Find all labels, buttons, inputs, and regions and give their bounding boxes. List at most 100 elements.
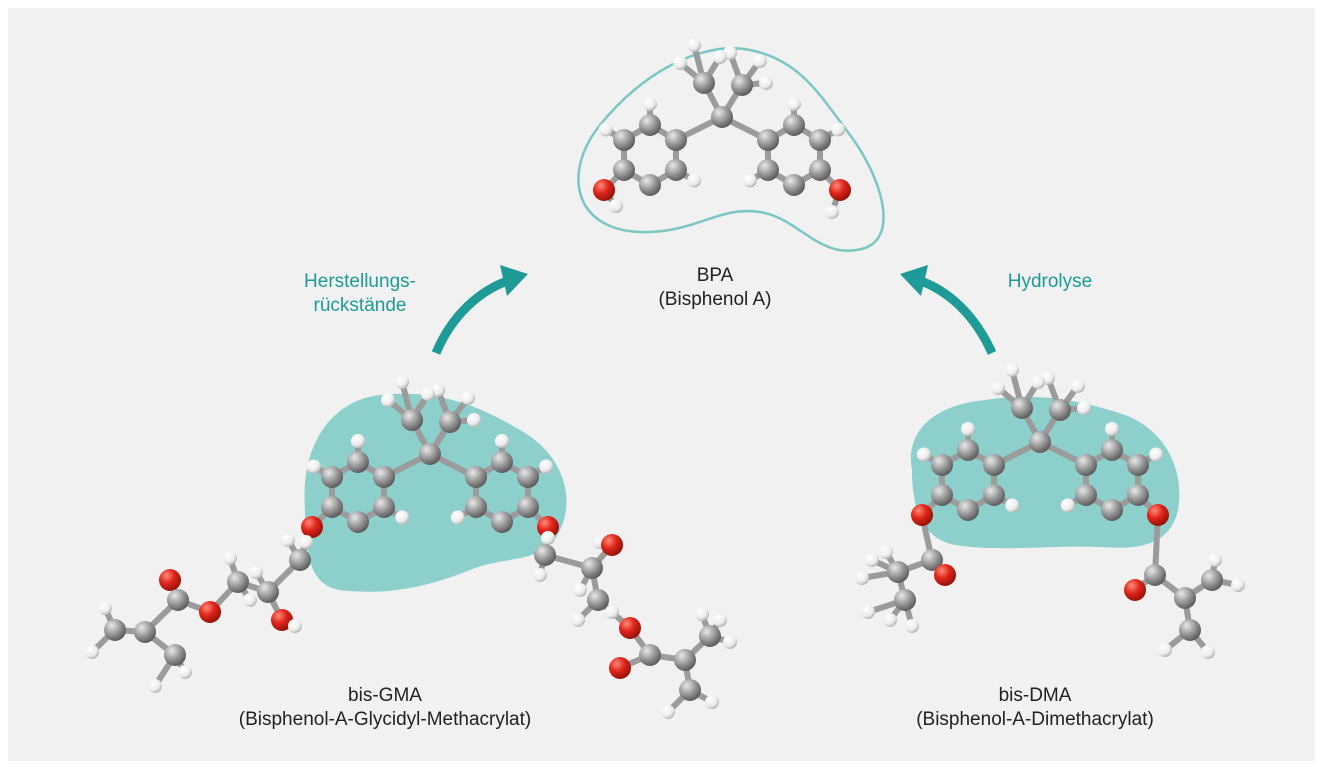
hydrogen-atom [991, 381, 1005, 395]
carbon-atom [783, 114, 805, 136]
hydrogen-atom [787, 97, 801, 111]
hydrogen-atom [1149, 447, 1164, 462]
carbon-atom [783, 174, 805, 196]
carbon-atom [887, 561, 909, 583]
carbon-atom [757, 129, 780, 151]
carbon-atom [711, 106, 733, 128]
carbon-atom [757, 159, 780, 181]
carbon-atom [439, 411, 461, 433]
bis-dma-name: bis-DMA [998, 685, 1072, 706]
carbon-atom [1011, 397, 1033, 419]
carbon-atom [1049, 399, 1071, 421]
bpa-full-name: (Bisphenol A) [658, 289, 772, 310]
hydrogen-atom [713, 50, 727, 64]
carbon-atom [516, 466, 539, 488]
hydrogen-atom [855, 571, 869, 585]
carbon-atom [1174, 587, 1196, 609]
hydrogen-atom [742, 173, 757, 188]
carbon-atom [1101, 499, 1123, 521]
bpa-label: BPA (Bisphenol A) [630, 264, 800, 312]
carbon-atom [491, 511, 513, 533]
carbon-atom [982, 484, 1005, 506]
arrow-right-label: Hydrolyse [985, 270, 1115, 294]
oxygen-atom [301, 516, 324, 538]
hydrogen-atom [288, 619, 302, 633]
carbon-atom [639, 174, 661, 196]
bis-gma-full-name: (Bisphenol-A-Glycidyl-Methacrylat) [238, 709, 532, 730]
carbon-atom [289, 549, 311, 571]
carbon-atom [1101, 439, 1123, 461]
hydrogen-atom [223, 551, 237, 565]
carbon-atom [581, 557, 603, 579]
oxygen-atom [911, 504, 934, 526]
oxygen-atom [536, 516, 559, 538]
bis-dma-full-name: (Bisphenol-A-Dimethacrylat) [916, 709, 1154, 730]
carbon-atom [372, 466, 395, 488]
carbon-atom [808, 129, 831, 151]
bis-gma-molecule [85, 375, 737, 719]
hydrogen-atom [879, 545, 893, 559]
hydrogen-atom [178, 665, 192, 679]
hydrogen-atom [687, 173, 702, 188]
carbon-atom [321, 466, 344, 488]
hydrogen-atom [598, 122, 613, 137]
hydrogen-atom [541, 531, 555, 545]
oxygen-atom [1146, 504, 1169, 526]
hydrogen-atom [673, 56, 687, 70]
carbon-atom [613, 129, 636, 151]
hydrogen-atom [759, 76, 773, 90]
hydrogen-atom [1105, 422, 1119, 436]
hydrogen-atom [495, 434, 509, 448]
carbon-atom [731, 74, 753, 96]
oxygen-atom [271, 609, 293, 631]
carbon-atom [699, 625, 721, 647]
carbon-atom [164, 644, 186, 666]
hydrogen-atom [1158, 643, 1172, 657]
carbon-atom [808, 159, 831, 181]
carbon-atom [104, 619, 126, 641]
hydrogen-atom [705, 695, 719, 709]
carbon-atom [372, 496, 395, 518]
oxygen-atom [609, 657, 631, 679]
oxygen-atom [593, 179, 616, 201]
hydrogen-atom [824, 205, 839, 219]
carbon-atom [931, 454, 954, 476]
hydrogen-atom [351, 434, 365, 448]
hydrogen-atom [461, 391, 475, 405]
hydrogen-atom [306, 459, 321, 474]
hydrogen-atom [661, 705, 675, 719]
hydrogen-atom [243, 593, 257, 607]
hydrogen-atom [861, 605, 875, 619]
hydrogen-atom [299, 535, 313, 549]
carbon-atom [1179, 619, 1201, 641]
hydrogen-atom [395, 375, 409, 389]
arrow-up-left-head [900, 265, 928, 296]
hydrogen-atom [916, 447, 931, 462]
hydrogen-atom [450, 510, 465, 525]
bis-dma-label: bis-DMA (Bisphenol-A-Dimethacrylat) [880, 684, 1190, 732]
bis-gma-label: bis-GMA (Bisphenol-A-Glycidyl-Methacryla… [200, 684, 570, 732]
carbon-atom [1029, 431, 1051, 453]
carbon-atom [167, 589, 189, 611]
carbon-atom [347, 451, 369, 473]
carbon-atom [921, 549, 943, 571]
hydrogen-atom [421, 387, 435, 401]
hydrogen-atom [573, 583, 587, 597]
carbon-atom [664, 129, 687, 151]
hydrogen-atom [98, 601, 112, 615]
carbon-atom [613, 159, 636, 181]
oxygen-atom [199, 601, 221, 623]
carbon-atom [639, 644, 661, 666]
hydrogen-atom [831, 122, 846, 137]
carbon-atom [401, 409, 423, 431]
carbon-atom [465, 466, 488, 488]
bpa-outline [577, 47, 885, 252]
hydrogen-atom [753, 54, 767, 68]
arrow-left-line1: Herstellungs- [304, 271, 416, 292]
hydrogen-atom [1201, 645, 1215, 659]
carbon-atom [1126, 484, 1149, 506]
arrow-left-label: Herstellungs- rückstände [270, 270, 450, 318]
hydrogen-atom [85, 645, 99, 659]
hydrogen-atom [609, 199, 624, 213]
